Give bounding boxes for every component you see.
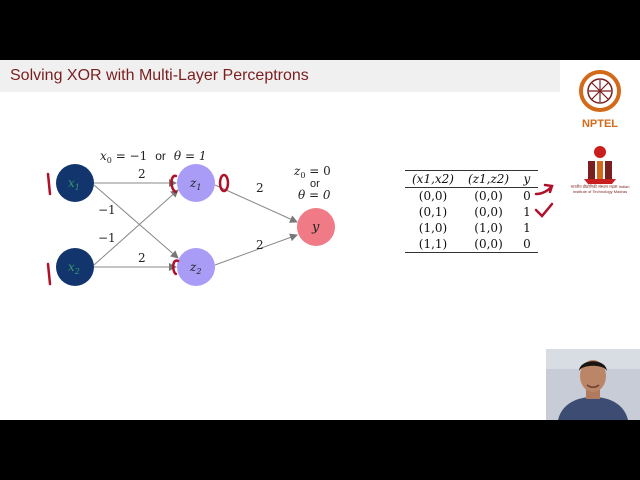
table-cell: 0 <box>523 189 531 203</box>
table-cell: 0 <box>516 236 538 253</box>
edge-z2-y <box>214 233 298 266</box>
ink-check-row2 <box>534 202 554 218</box>
table-cell: (0,0) <box>474 205 503 219</box>
logo-column: NPTEL भारतीय प्रौद्योगिकी संस्थान मद्रास… <box>560 60 640 210</box>
weight-z2-y: 2 <box>256 238 264 252</box>
output-z0-note: z0 = 0 <box>293 164 331 180</box>
ink-mark-z2 <box>172 259 180 276</box>
truth-table: (x1,x2) (z1,z2) y (0,0) (0,0) 0 (0,1) (0… <box>405 170 538 253</box>
ink-arrow-row1 <box>534 183 554 196</box>
table-cell: 1 <box>523 221 531 235</box>
ink-mark-z1-left <box>170 174 178 194</box>
table-cell: (0,1) <box>418 205 448 219</box>
truth-table-header: (x1,x2) (z1,z2) y <box>405 170 538 188</box>
table-cell: (0,0) <box>418 189 448 203</box>
node-y-label: y <box>311 220 320 235</box>
weight-x1-z1: 2 <box>138 167 146 181</box>
ink-mark-z1-right <box>218 173 230 193</box>
node-x1-label: x1 <box>68 176 80 192</box>
table-cell: (0,0) <box>474 189 503 203</box>
node-z2-label: z2 <box>189 260 201 276</box>
edge-z1-y <box>214 184 298 223</box>
weight-x2-z2: 2 <box>138 251 146 265</box>
table-row: (0,1) (0,0) 1 <box>405 204 538 220</box>
slide-title: Solving XOR with Multi-Layer Perceptrons <box>10 67 309 84</box>
node-x2-label: x2 <box>68 260 80 276</box>
webcam-presenter <box>546 349 640 420</box>
edge-x1-z2 <box>93 184 179 259</box>
node-z1-label: z1 <box>189 176 201 192</box>
output-theta-note: θ = 0 <box>298 188 331 202</box>
ink-mark-x1 <box>46 172 52 196</box>
iitm-text: भारतीय प्रौद्योगिकी संस्थान मद्रास India… <box>570 184 630 194</box>
table-cell: 1 <box>523 205 531 219</box>
header-output: y <box>516 170 538 188</box>
table-cell: (0,0) <box>460 236 517 253</box>
node-z2 <box>177 248 215 286</box>
iitm-logo-icon <box>584 146 616 184</box>
edge-x2-z1 <box>93 189 179 266</box>
table-cell: (1,0) <box>418 221 448 235</box>
table-cell: (1,1) <box>405 236 461 253</box>
table-cell: (1,0) <box>474 221 503 235</box>
table-row: (1,0) (1,0) 1 <box>405 220 538 236</box>
weight-z1-y: 2 <box>256 181 264 195</box>
node-x1 <box>56 164 94 202</box>
header-hidden: (z1,z2) <box>460 170 517 188</box>
ink-mark-x2 <box>46 262 52 286</box>
weight-x1-z2: −1 <box>98 203 116 217</box>
node-x2 <box>56 248 94 286</box>
output-or-note: or <box>310 178 320 190</box>
slide: Solving XOR with Multi-Layer Perceptrons… <box>0 60 640 420</box>
node-y <box>297 208 335 246</box>
presenter-image-icon <box>546 349 640 420</box>
nptel-label: NPTEL <box>581 118 619 130</box>
weight-x2-z1: −1 <box>98 231 116 245</box>
title-bar: Solving XOR with Multi-Layer Perceptrons <box>0 60 560 92</box>
handwritten-annotations <box>46 172 554 286</box>
node-z1 <box>177 164 215 202</box>
table-row: (1,1) (0,0) 0 <box>405 236 538 253</box>
table-row: (0,0) (0,0) 0 <box>405 188 538 205</box>
header-inputs: (x1,x2) <box>405 170 461 188</box>
nptel-logo-icon <box>579 70 621 112</box>
